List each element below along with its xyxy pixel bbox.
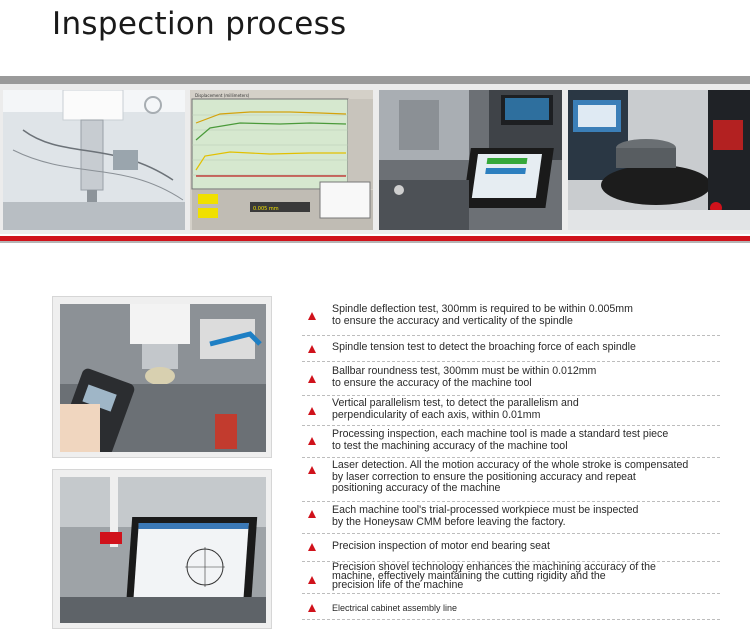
red-triangle-icon: [308, 604, 316, 612]
red-triangle-icon: [308, 437, 316, 445]
graph-readout: 0.005 mm: [253, 206, 279, 212]
list-item: Laser detection. All the motion accuracy…: [302, 458, 720, 502]
list-item: Processing inspection, each machine tool…: [302, 426, 720, 458]
step-text: Spindle deflection test, 300mm is requir…: [332, 303, 633, 327]
cmm-inspection-panel: [52, 469, 272, 629]
list-item: Electrical cabinet assembly line: [302, 594, 720, 620]
list-item: Vertical parallelism test, to detect the…: [302, 396, 720, 426]
list-item: Each machine tool's trial-processed work…: [302, 502, 720, 534]
step-text: Precision inspection of motor end bearin…: [332, 540, 550, 552]
red-triangle-icon: [308, 466, 316, 474]
step-text: Laser detection. All the motion accuracy…: [332, 459, 689, 495]
step-text: Spindle tension test to detect the broac…: [332, 341, 636, 353]
spindle-test-photo: [3, 90, 185, 230]
list-item: Spindle deflection test, 300mm is requir…: [302, 300, 720, 336]
cnc-controller-photo: [379, 90, 562, 230]
step-text: Vertical parallelism test, to detect the…: [332, 397, 579, 421]
roundness-tester-photo: [568, 90, 750, 230]
ballbar-test-panel: [52, 296, 272, 458]
step-text: Precision shovel technology enhances the…: [332, 561, 656, 591]
red-triangle-icon: [308, 375, 316, 383]
accent-red-band: [0, 236, 750, 241]
red-triangle-icon: [308, 407, 316, 415]
step-text: Processing inspection, each machine tool…: [332, 428, 669, 452]
list-item: Precision inspection of motor end bearin…: [302, 534, 720, 562]
header-grey-band: [0, 76, 750, 84]
red-triangle-icon: [308, 510, 316, 518]
divider-line: [0, 241, 750, 243]
list-item: Ballbar roundness test, 300mm must be wi…: [302, 362, 720, 396]
step-text: Each machine tool's trial-processed work…: [332, 504, 639, 528]
step-text: Electrical cabinet assembly line: [332, 603, 458, 613]
list-item: Precision shovel technology enhances the…: [302, 562, 720, 594]
page-title: Inspection process: [52, 6, 347, 42]
red-triangle-icon: [308, 543, 316, 551]
displacement-graph-photo: Displacement (millimeters) 0.005 mm: [190, 90, 373, 230]
step-text: Ballbar roundness test, 300mm must be wi…: [332, 365, 597, 389]
red-triangle-icon: [308, 576, 316, 584]
red-triangle-icon: [308, 312, 316, 320]
list-item: Spindle tension test to detect the broac…: [302, 336, 720, 362]
graph-heading: Displacement (millimeters): [195, 93, 250, 98]
red-triangle-icon: [308, 345, 316, 353]
